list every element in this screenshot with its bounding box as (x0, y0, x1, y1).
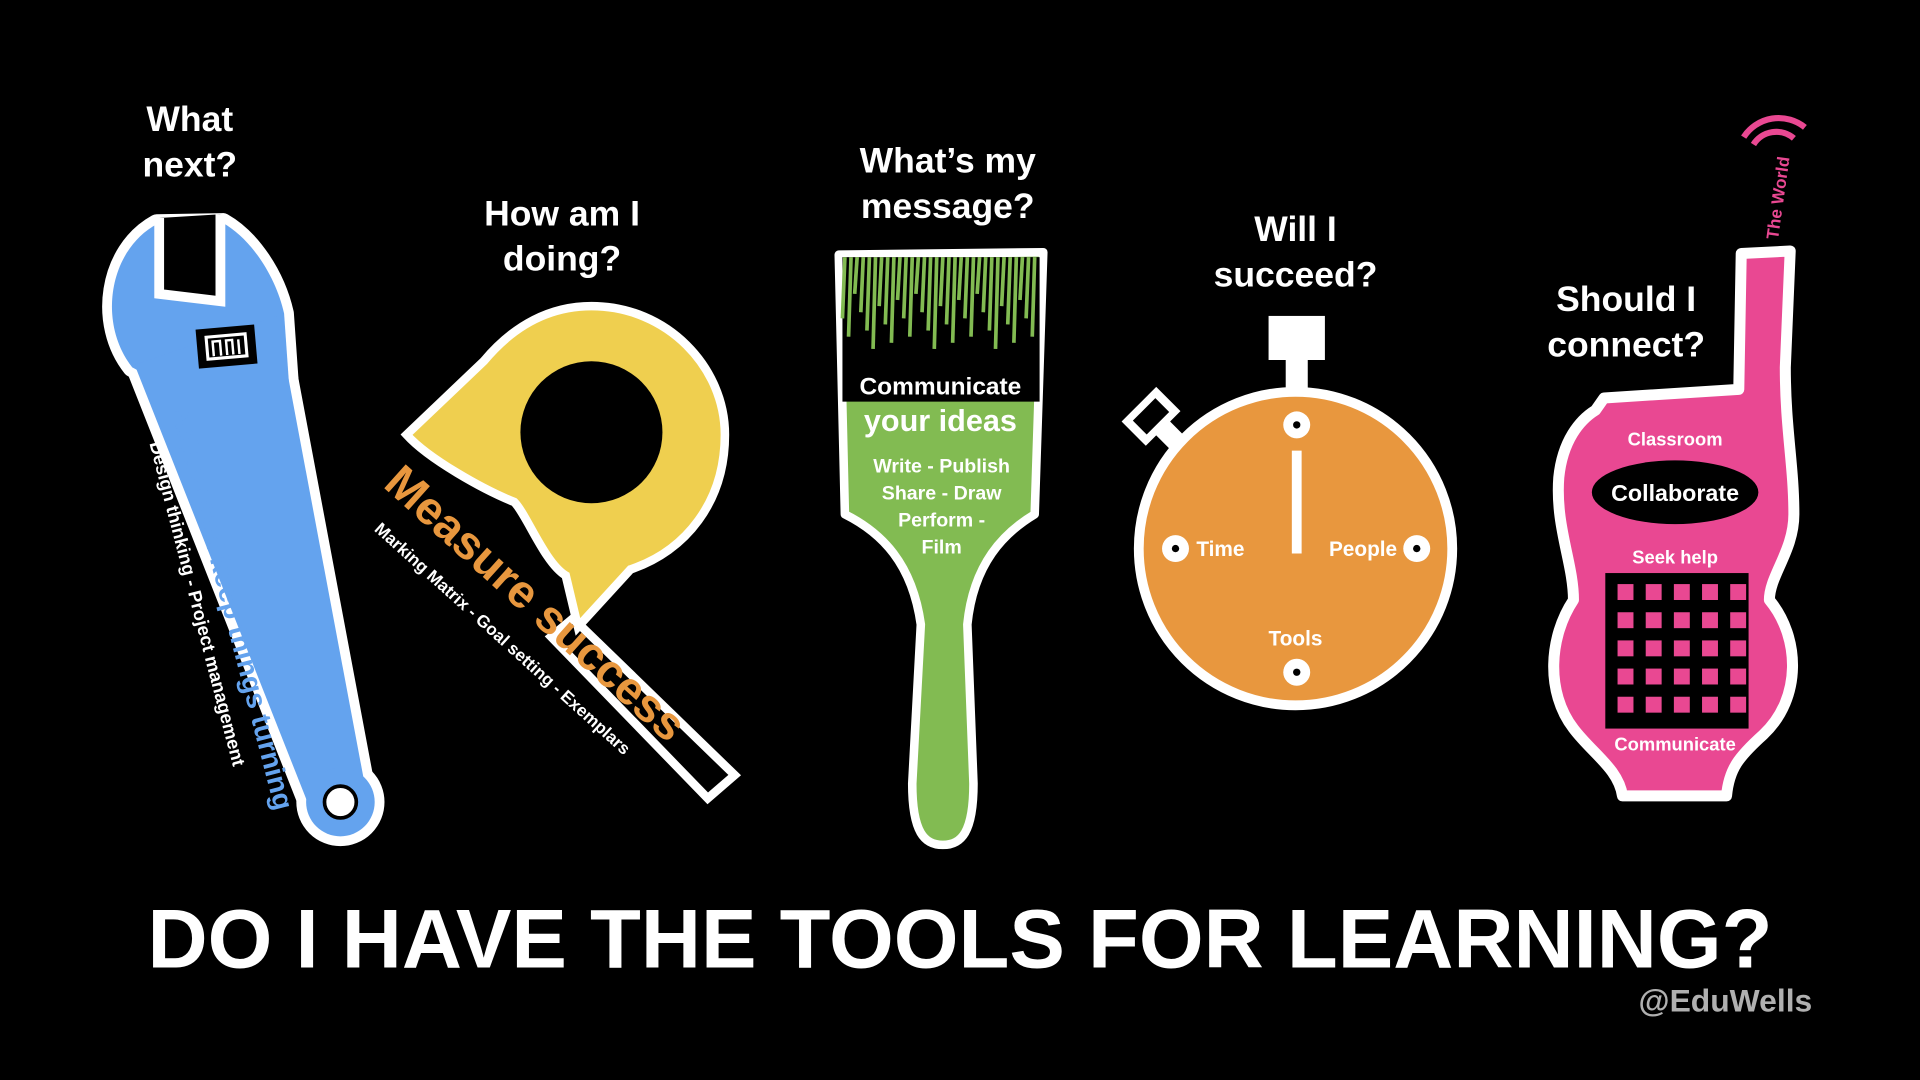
keypad-key (1617, 612, 1634, 629)
tape-question-2: doing? (503, 239, 621, 279)
tape-question-1: How am I (484, 193, 640, 233)
keypad-key (1617, 584, 1634, 600)
bristle (883, 257, 890, 325)
bristles (840, 257, 1037, 350)
keypad-key (1617, 668, 1634, 685)
stopwatch-bottom: Tools (1269, 627, 1323, 650)
brush-line-4: Film (922, 536, 962, 558)
bristle (956, 257, 964, 301)
bristle (1024, 257, 1031, 319)
keypad-key (1730, 584, 1747, 600)
bristle (987, 257, 994, 331)
bristle (999, 257, 1006, 307)
keypad-key (1730, 640, 1747, 657)
keypad-key (1702, 584, 1718, 600)
credit: @EduWells (1639, 982, 1813, 1018)
bristle (944, 257, 951, 325)
bristle (950, 257, 957, 343)
bristle (865, 257, 872, 331)
stopwatch-question-1: Will I (1254, 209, 1337, 249)
keypad-key (1645, 668, 1662, 685)
brush-caption: your ideas (864, 404, 1017, 438)
keypad-key (1673, 612, 1690, 629)
bristle (1018, 257, 1025, 301)
bristle (926, 257, 933, 331)
radio-middle: Seek help (1632, 546, 1718, 567)
paintbrush-icon: Communicate your ideas Write - Publish S… (834, 247, 1048, 850)
bristle (920, 257, 927, 313)
keypad-key (1617, 640, 1634, 657)
bristle (877, 257, 884, 307)
collaborate-oval (1591, 460, 1759, 525)
keypad-key (1673, 640, 1690, 657)
keypad-key (1730, 668, 1747, 685)
keypad-key (1702, 612, 1718, 629)
signal-icon (1741, 115, 1807, 147)
bristle (993, 257, 1000, 350)
bristle (963, 257, 970, 319)
bristle (889, 257, 896, 343)
brush-line-2: Share - Draw (882, 483, 1002, 505)
radio-question-2: connect? (1547, 324, 1705, 364)
bristle (1030, 257, 1037, 337)
bristle (1005, 257, 1013, 325)
stopwatch-left: Time (1196, 538, 1244, 561)
brush-line-1: Write - Publish (873, 456, 1010, 478)
bristle (846, 257, 853, 337)
bristle (907, 257, 915, 337)
brush-question-2: message? (861, 186, 1035, 226)
keypad-key (1730, 612, 1747, 629)
keypad-key (1702, 640, 1718, 657)
keypad-key (1645, 612, 1662, 629)
bristle (914, 257, 921, 294)
keypad-key (1645, 584, 1662, 600)
bristle (975, 257, 982, 294)
bristle (840, 257, 847, 319)
radio-oval: Collaborate (1611, 480, 1739, 506)
stopwatch-right: People (1329, 538, 1397, 561)
keypad-key (1645, 640, 1662, 657)
radio-question-1: Should I (1556, 279, 1696, 319)
stopwatch-icon: Time People Tools (1121, 315, 1458, 711)
main-title: DO I HAVE THE TOOLS FOR LEARNING? (148, 892, 1773, 985)
radio-bottom: Communicate (1614, 734, 1735, 755)
brush-question-1: What’s my (860, 141, 1036, 181)
wrench-question-2: next? (142, 144, 237, 184)
keypad-key (1617, 696, 1634, 713)
meter-icon (195, 324, 258, 369)
walkie-talkie-icon: The World Classroom Collaborate Seek hel… (1548, 115, 1807, 802)
keypad-key (1673, 696, 1690, 713)
bristle (932, 257, 939, 350)
wrench-question-1: What (146, 99, 233, 139)
brush-line-3: Perform - (898, 510, 985, 532)
wrench-icon: Adjust and keep things turning Design th… (102, 213, 385, 847)
bristle (969, 257, 976, 337)
bristle (981, 257, 988, 313)
bristle (858, 257, 866, 313)
keypad-key (1673, 668, 1690, 685)
keypad-key (1702, 668, 1718, 685)
bristle (895, 257, 902, 301)
bristle (852, 257, 859, 294)
bristle (901, 257, 908, 319)
keypad-key (1702, 696, 1718, 713)
bristle (1012, 257, 1019, 343)
keypad-key (1730, 696, 1747, 713)
stopwatch-question-2: succeed? (1214, 255, 1378, 295)
radio-top: Classroom (1628, 429, 1723, 450)
keypad-key (1645, 696, 1662, 713)
bristle (871, 257, 878, 350)
brush-band: Communicate (860, 373, 1022, 400)
keypad-key (1673, 584, 1690, 600)
bristle (938, 257, 945, 307)
